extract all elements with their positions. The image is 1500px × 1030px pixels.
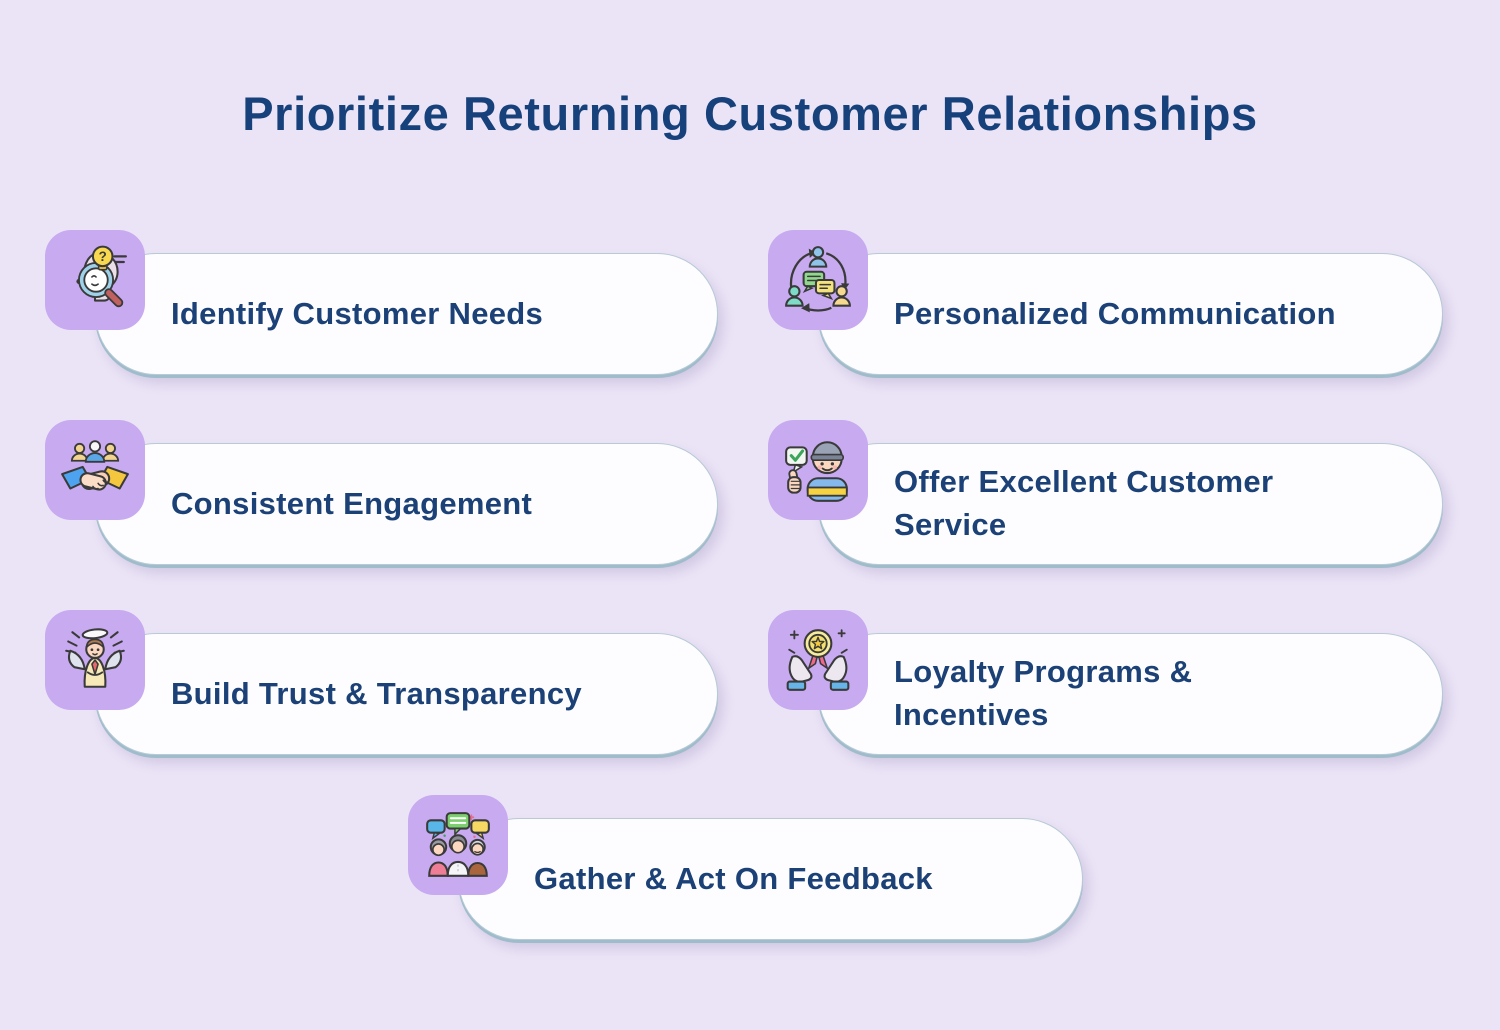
head-lightbulb-magnifier-icon: ? [45,230,145,330]
page-title: Prioritize Returning Customer Relationsh… [242,87,1258,140]
card-loyalty-programs-incentives: Loyalty Programs & Incentives [768,610,1443,755]
card-label: Loyalty Programs & Incentives [894,654,1193,732]
card-label: Gather & Act On Feedback [534,860,933,896]
card-label: Offer Excellent Customer Service [894,464,1274,542]
svg-text:?: ? [99,249,107,264]
card-personalized-communication: Personalized Communication [768,230,1443,375]
card-label: Build Trust & Transparency [171,675,582,711]
angel-icon [45,610,145,710]
card-build-trust-transparency: Build Trust & Transparency [45,610,718,755]
card-pill: Offer Excellent Customer Service [818,443,1443,565]
support-agent-thumbs-up-icon [768,420,868,520]
card-pill: Identify Customer Needs [95,253,718,375]
people-chat-cycle-icon [768,230,868,330]
hands-holding-award-icon [768,610,868,710]
card-consistent-engagement: Consistent Engagement [45,420,718,565]
people-feedback-bubbles-icon [408,795,508,895]
card-pill: Loyalty Programs & Incentives [818,633,1443,755]
card-pill: Gather & Act On Feedback [458,818,1083,940]
card-pill: Build Trust & Transparency [95,633,718,755]
card-label: Identify Customer Needs [171,295,544,331]
card-pill: Consistent Engagement [95,443,718,565]
card-label: Personalized Communication [894,295,1336,331]
card-identify-customer-needs: Identify Customer Needs ? [45,230,718,375]
card-gather-act-on-feedback: Gather & Act On Feedback [408,795,1083,940]
card-pill: Personalized Communication [818,253,1443,375]
handshake-team-icon [45,420,145,520]
card-label: Consistent Engagement [171,485,533,521]
card-offer-excellent-customer-service: Offer Excellent Customer Service [768,420,1443,565]
